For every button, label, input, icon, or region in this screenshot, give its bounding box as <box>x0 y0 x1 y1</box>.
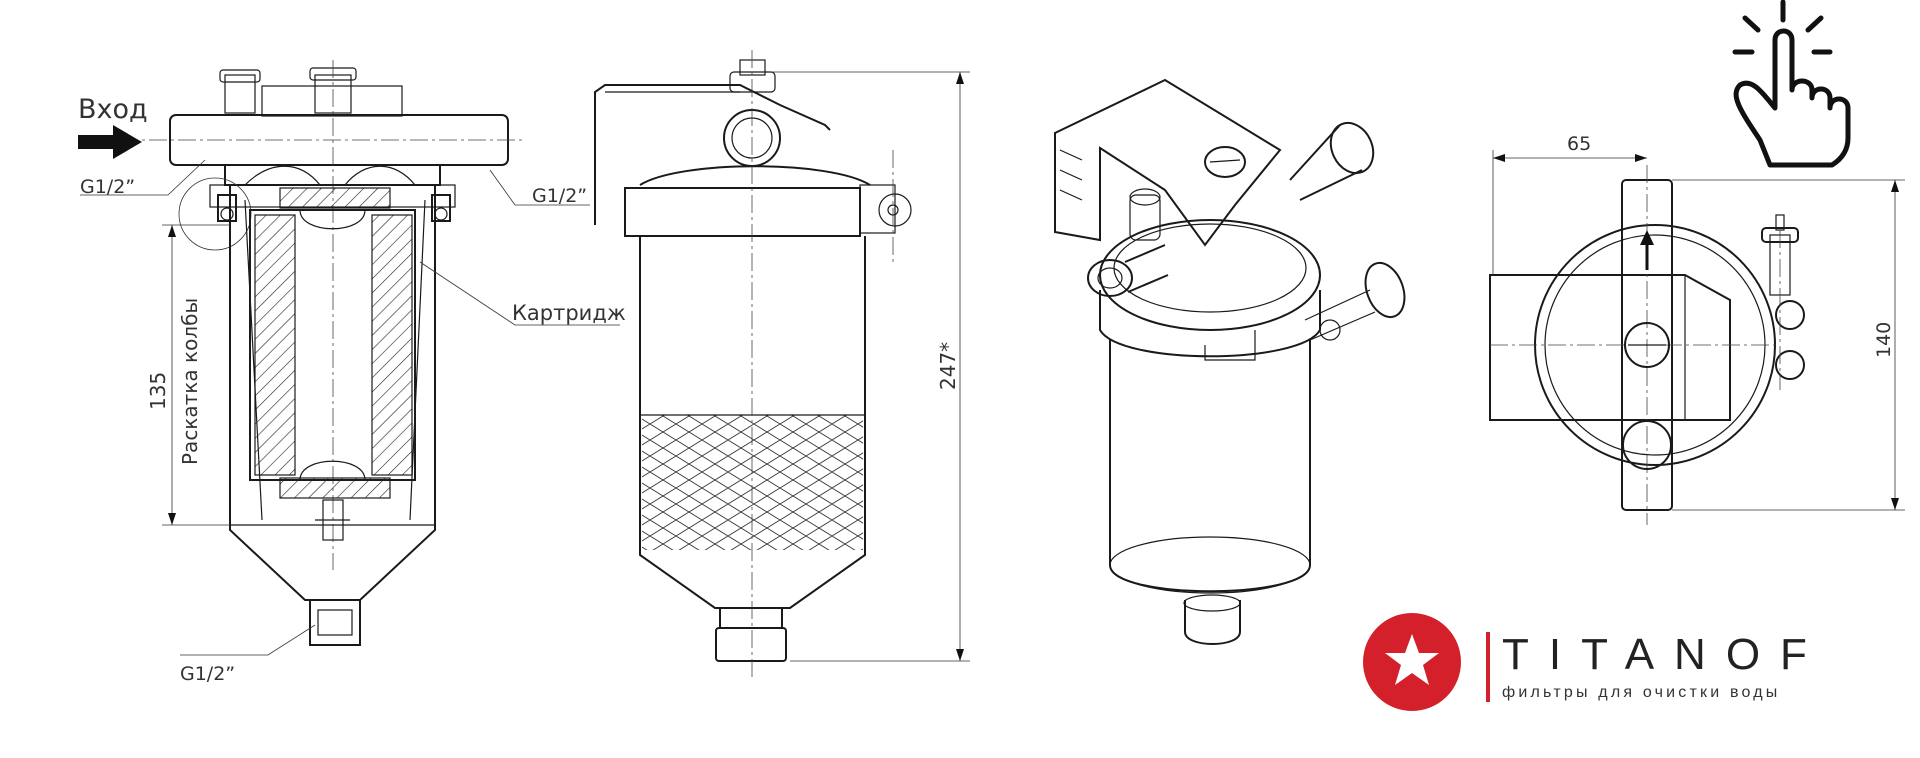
dim-135-label: 135 <box>146 372 170 410</box>
isometric-view <box>1054 78 1406 645</box>
tap-hand-icon[interactable] <box>1732 0 1851 168</box>
top-view <box>1489 150 1905 525</box>
brand-logo[interactable]: TITANOF фильтры для очистки воды <box>1362 612 1882 714</box>
cartridge-label: Картридж <box>512 301 626 325</box>
side-view <box>594 50 970 680</box>
dim-140-label: 140 <box>1873 322 1895 358</box>
inlet-label: Вход <box>78 94 148 125</box>
brand-name: TITANOF <box>1502 630 1827 679</box>
flask-unscrew-label: Раскатка колбы <box>178 298 202 465</box>
star-badge-icon <box>1363 613 1461 711</box>
dim-247-label: 247* <box>936 342 960 390</box>
drain-thread-label: G1/2” <box>180 663 235 685</box>
outlet-thread-label: G1/2” <box>532 185 587 207</box>
brand-tagline: фильтры для очистки воды <box>1502 684 1781 701</box>
dim-65-label: 65 <box>1567 133 1591 155</box>
inlet-thread-label: G1/2” <box>80 176 135 198</box>
drawing-labels: Вход G1/2” G1/2” Картридж G1/2” Раскатка… <box>78 94 1895 685</box>
flow-arrow-icon <box>78 125 142 159</box>
section-view <box>78 60 620 656</box>
brand-divider <box>1486 632 1490 702</box>
